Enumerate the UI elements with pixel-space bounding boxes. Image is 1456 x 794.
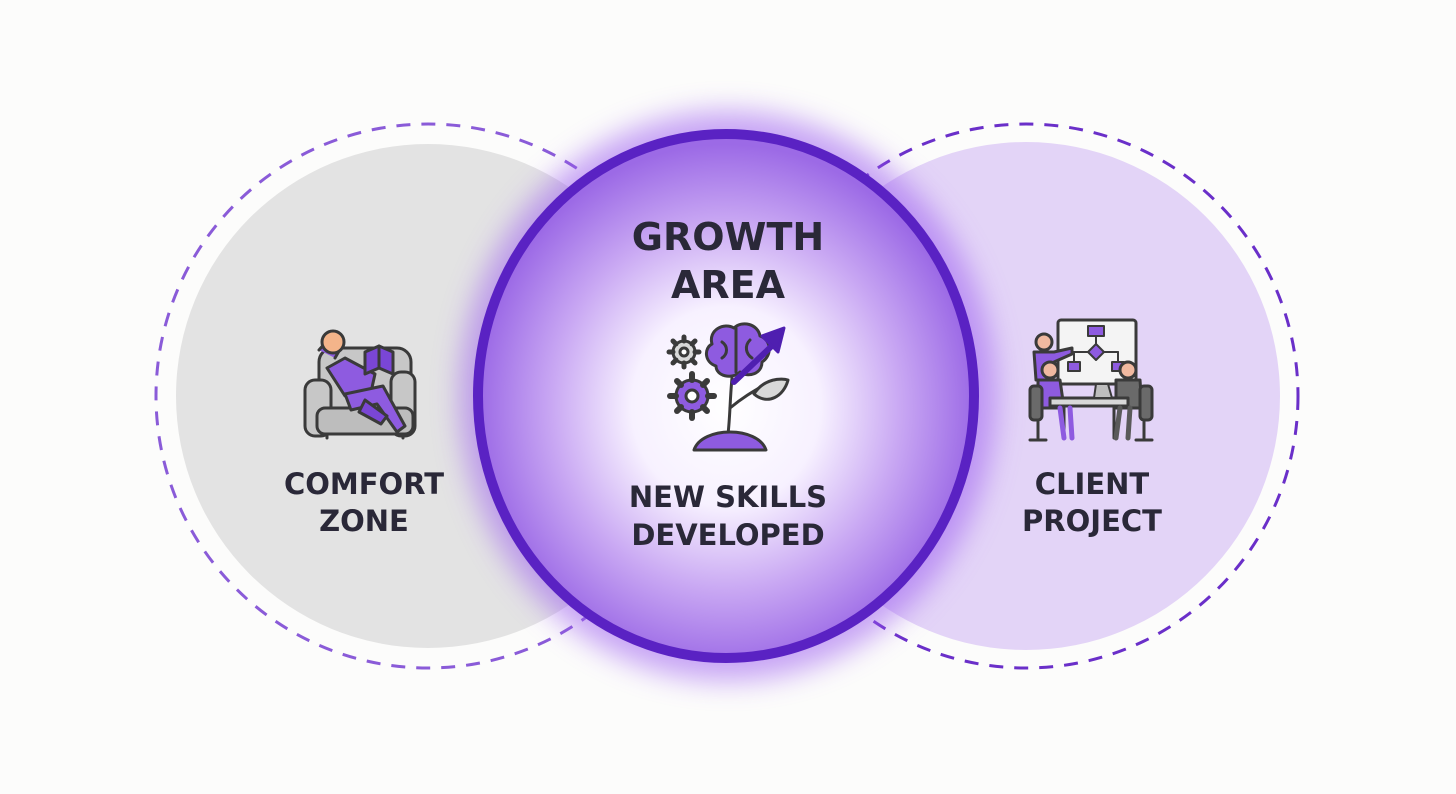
new-skills-label: NEW SKILLS DEVELOPED (568, 478, 888, 554)
growth-area-title-line1: GROWTH (631, 215, 825, 259)
brain-gears-growth-plant-icon (666, 322, 790, 452)
person-relaxing-in-armchair-icon (303, 329, 417, 440)
team-meeting-flowchart-icon (1028, 318, 1154, 442)
comfort-zone-label-line1: COMFORT (283, 467, 445, 501)
growth-area-circle (460, 111, 996, 681)
growth-area-title-line2: AREA (670, 263, 786, 307)
new-skills-label-line1: NEW SKILLS (628, 480, 828, 514)
client-project-label: CLIENT PROJECT (982, 466, 1202, 540)
comfort-zone-label: COMFORT ZONE (254, 466, 474, 540)
growth-area-title: GROWTH AREA (578, 213, 878, 309)
client-project-label-line1: CLIENT (1034, 467, 1150, 501)
client-project-label-line2: PROJECT (1022, 504, 1162, 538)
new-skills-label-line2: DEVELOPED (631, 518, 825, 552)
comfort-zone-label-line2: ZONE (319, 504, 409, 538)
